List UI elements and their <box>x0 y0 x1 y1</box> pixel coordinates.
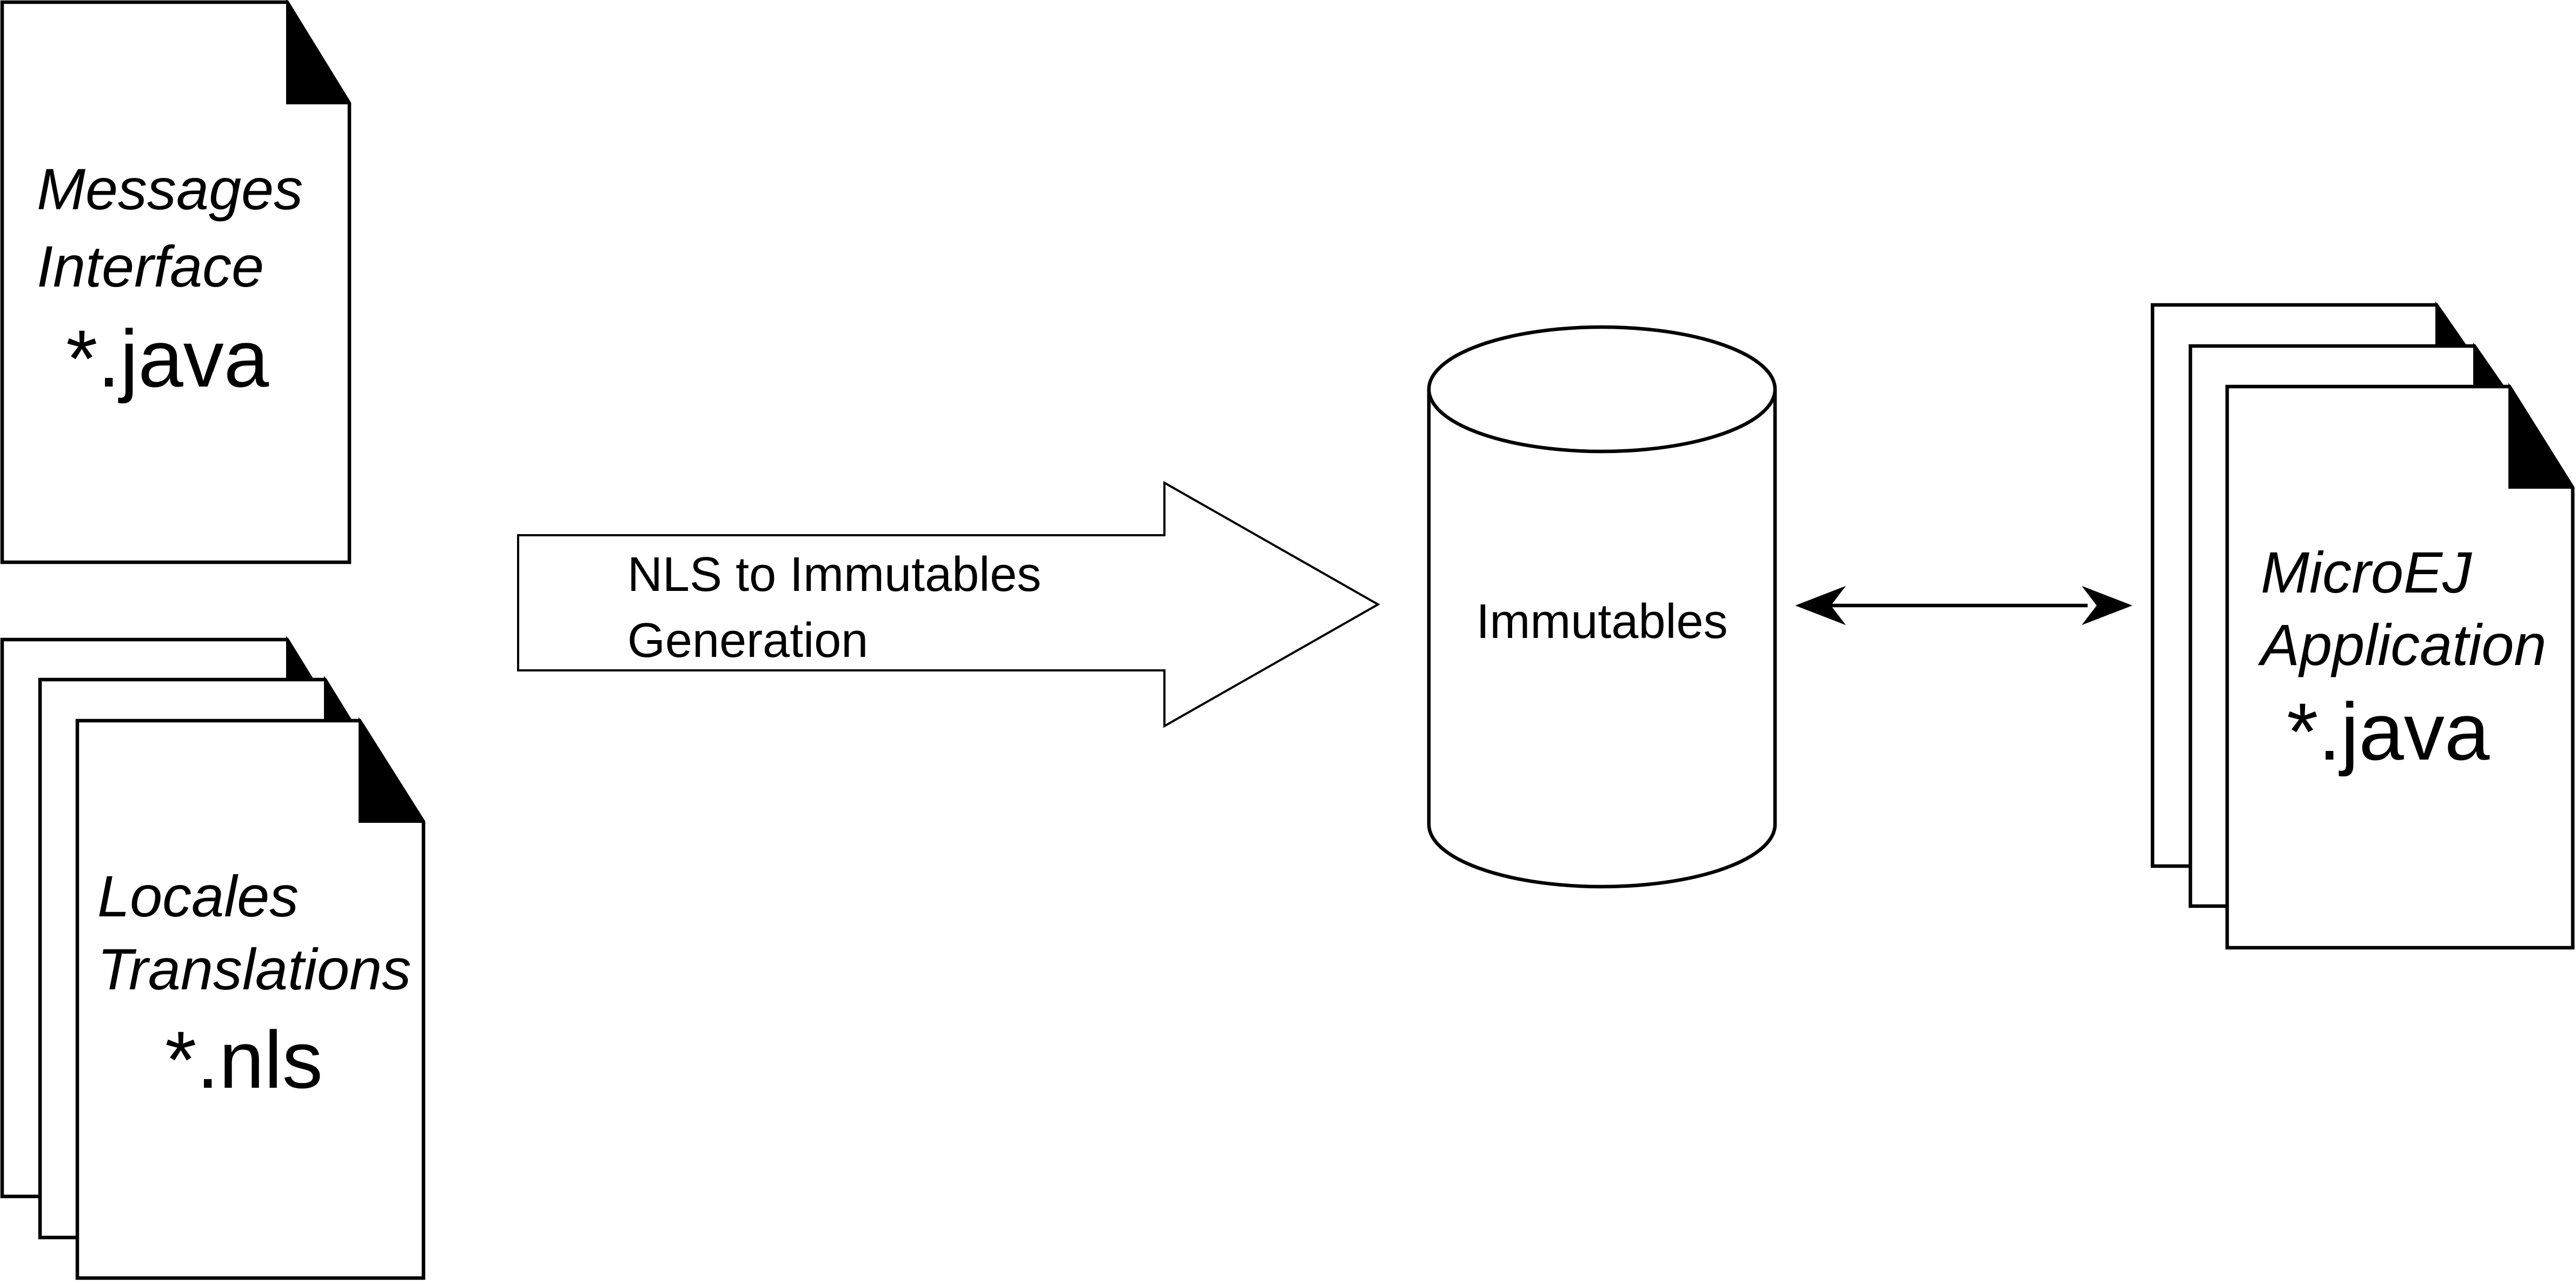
messages-doc-extension: *.java <box>66 313 269 404</box>
messages-interface-document: Messages Interface *.java <box>0 0 352 564</box>
bidirectional-connector <box>1795 586 2133 626</box>
cylinder-top <box>1427 325 1777 454</box>
page-fold-icon <box>2508 383 2575 489</box>
application-doc-extension: *.java <box>2287 686 2490 777</box>
arrowhead-right-icon <box>2082 586 2133 626</box>
immutables-label: Immutables <box>1476 595 1727 649</box>
page-fold-icon <box>286 0 352 104</box>
messages-doc-title-line1: Messages <box>37 156 303 222</box>
block-arrow-shape <box>517 481 1381 728</box>
stacked-page-front <box>75 717 426 1280</box>
locales-doc-title-line2: Translations <box>97 936 411 1002</box>
locales-doc-extension: *.nls <box>165 1014 323 1105</box>
messages-doc-title-line2: Interface <box>37 234 264 299</box>
application-doc-title-line2: Application <box>2257 612 2546 677</box>
locales-doc-title-line1: Locales <box>97 863 299 929</box>
arrowhead-left-icon <box>1795 586 1846 626</box>
generation-arrow: NLS to Immutables Generation <box>517 481 1381 728</box>
locales-translations-document-stack: Locales Translations *.nls <box>0 635 426 1280</box>
generation-label-line2: Generation <box>627 614 868 668</box>
generation-label-line1: NLS to Immutables <box>627 548 1041 602</box>
page-fold-icon <box>359 717 426 823</box>
microej-application-document-stack: MicroEJ Application *.java <box>2150 301 2575 950</box>
application-doc-title-line1: MicroEJ <box>2261 540 2472 605</box>
cylinder-body <box>1427 389 1777 889</box>
immutables-database: Immutables <box>1427 325 1777 889</box>
stacked-page-front <box>2225 383 2575 950</box>
